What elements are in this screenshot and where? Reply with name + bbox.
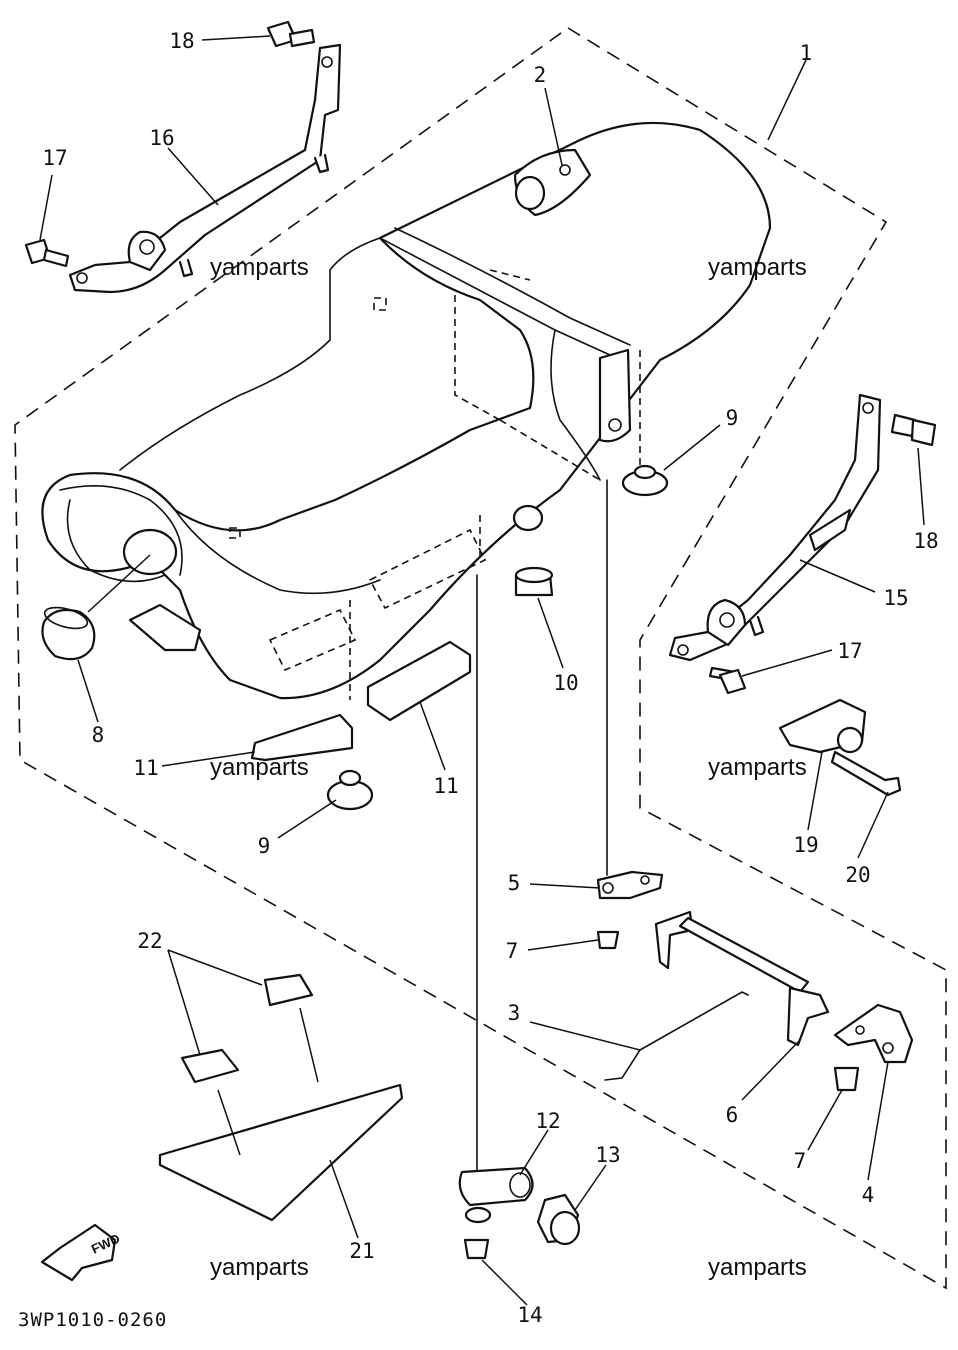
leader-7b [807,1089,843,1151]
leader-22a [167,949,263,986]
callout-18a: 18 [169,29,194,53]
watermark: yamparts [708,1254,807,1281]
callout-7a: 7 [506,939,519,963]
leader-4 [867,1061,889,1181]
leader-16 [167,147,219,206]
leader-20 [857,791,889,859]
grab-bar-right [668,393,882,662]
leader-17b [741,649,833,677]
watermark: yamparts [708,254,807,281]
leader-17a [39,174,53,241]
label-22-upper [263,973,314,1007]
key-cylinder-13 [536,1193,581,1246]
grommet-7-left [596,930,620,950]
leader-11a [161,751,256,767]
callout-8: 8 [92,723,105,747]
leader-11b [419,701,446,771]
bracket-5 [596,870,664,900]
grommet-7-right [833,1066,860,1092]
bolt-17-right [708,666,747,695]
watermark: yamparts [210,754,309,781]
callout-20: 20 [845,863,870,887]
watermark: yamparts [210,1254,309,1281]
callout-6: 6 [726,1103,739,1127]
callout-9a: 9 [726,406,739,430]
callout-1: 1 [800,41,813,65]
callout-17a: 17 [42,146,67,170]
callout-15: 15 [883,586,908,610]
callout-10: 10 [553,671,578,695]
watermark: yamparts [708,754,807,781]
leader-6 [741,1039,801,1101]
leader-15 [799,559,876,593]
damper-10 [514,566,554,597]
bolt-18-right [890,413,937,447]
callout-12: 12 [535,1109,560,1133]
callout-7b: 7 [794,1149,807,1173]
wire-3 [604,991,749,1081]
grab-bar-left [68,43,342,294]
leader-19 [807,751,823,831]
leader-2 [544,87,563,166]
callout-2: 2 [534,63,547,87]
leader-18b [917,447,925,526]
callout-11a: 11 [133,756,158,780]
cushion-8 [41,554,151,661]
seat-assembly-boundary [14,27,947,1290]
leader-10 [537,597,564,669]
damper-9-upper [621,464,669,497]
callout-14: 14 [517,1303,542,1327]
leader-9a [663,424,721,471]
leader-3 [529,1021,641,1051]
callout-17b: 17 [837,639,862,663]
pad-11-right [366,640,472,722]
leader-22c [299,1007,319,1083]
leader-18a [201,35,271,41]
bracket-4 [833,1003,914,1064]
grommet-14 [463,1238,490,1260]
leader-12 [519,1129,549,1176]
callout-18b: 18 [913,529,938,553]
seat [41,121,772,700]
callout-5: 5 [508,871,521,895]
leader-21 [329,1159,359,1239]
leader-14 [481,1259,528,1306]
helmet-hook-19 [778,698,867,754]
lock-rod-6 [654,910,830,1047]
callout-21: 21 [349,1239,374,1263]
owners-sheet-21 [158,1083,404,1222]
callout-11b: 11 [433,774,458,798]
seat-lock-12 [458,1166,534,1224]
pad-11-left [250,713,354,762]
callout-9b: 9 [258,834,271,858]
leader-5 [529,883,601,889]
bolt-17-left [24,238,70,268]
leader-22d [217,1089,241,1156]
screw-20 [830,750,902,797]
leader-8 [77,659,99,723]
bolt-18-left [266,20,316,48]
callout-16: 16 [149,126,174,150]
leader-9b [277,799,337,839]
forward-arrow-icon: FWD [40,1223,122,1282]
callout-19: 19 [793,833,818,857]
leader-13 [574,1164,607,1211]
callout-13: 13 [595,1143,620,1167]
leader-22b [167,949,201,1056]
damper-9-lower [326,769,374,811]
label-22-lower [180,1048,240,1084]
watermark: yamparts [210,254,309,281]
leader-1 [767,59,807,141]
diagram-code: 3WP1010-0260 [18,1309,167,1331]
seat-strap [513,148,592,217]
leader-7a [527,939,599,951]
callout-22: 22 [137,929,162,953]
callout-3: 3 [508,1001,521,1025]
callout-4: 4 [862,1183,875,1207]
